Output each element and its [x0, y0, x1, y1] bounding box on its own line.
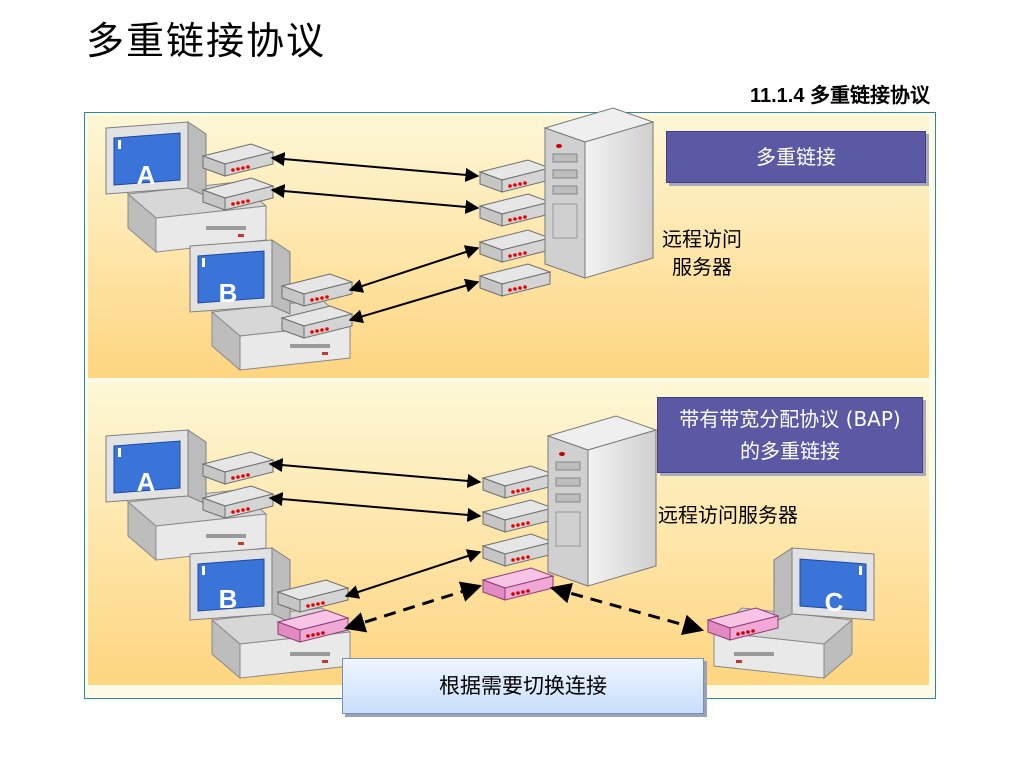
- server-icon: [547, 415, 657, 587]
- modem-icon: [482, 465, 554, 499]
- link-arrow: [270, 152, 480, 182]
- client-c-letter: C: [825, 587, 844, 617]
- link-arrow: [344, 549, 482, 599]
- modem-icon: [202, 143, 274, 177]
- link-arrow: [268, 492, 482, 522]
- modem-icon: [281, 273, 353, 307]
- remote-access-server-label: 远程访问 服务器: [648, 225, 756, 281]
- modem-icon: [479, 159, 551, 193]
- bap-label-line2: 的多重链接: [740, 439, 840, 463]
- remote-access-server-label: 远程访问服务器: [658, 503, 798, 527]
- modem-icon: [479, 229, 551, 263]
- computer-b-icon: [189, 239, 351, 371]
- server-label-line1: 远程访问: [662, 227, 742, 251]
- client-a-letter: A: [137, 467, 156, 497]
- bap-label-line1: 带有带宽分配协议 (BAP): [679, 407, 901, 431]
- dial-on-demand-arrow: [343, 581, 483, 633]
- multilink-label: 多重链接: [666, 131, 926, 183]
- section-label: 11.1.4 多重链接协议: [749, 85, 930, 107]
- link-arrow: [348, 278, 480, 324]
- link-arrow: [270, 184, 480, 214]
- modem-icon: [482, 499, 554, 533]
- link-arrow: [348, 245, 480, 293]
- modem-icon: [482, 533, 554, 567]
- pink-modem-icon: [482, 567, 554, 601]
- link-arrow: [268, 458, 482, 488]
- page-title: 多重链接协议: [86, 19, 327, 63]
- switch-connection-label: 根据需要切换连接: [342, 658, 704, 714]
- client-b-letter: B: [219, 278, 238, 308]
- bap-multilink-label: 带有带宽分配协议 (BAP) 的多重链接: [657, 397, 923, 473]
- modem-icon: [202, 451, 274, 485]
- client-b-letter: B: [219, 584, 238, 614]
- client-a-letter: A: [137, 160, 156, 190]
- dial-on-demand-arrow: [549, 582, 705, 636]
- server-icon: [544, 107, 654, 279]
- modem-icon: [479, 193, 551, 227]
- modem-icon: [479, 263, 551, 297]
- server-label-line2: 服务器: [672, 255, 732, 279]
